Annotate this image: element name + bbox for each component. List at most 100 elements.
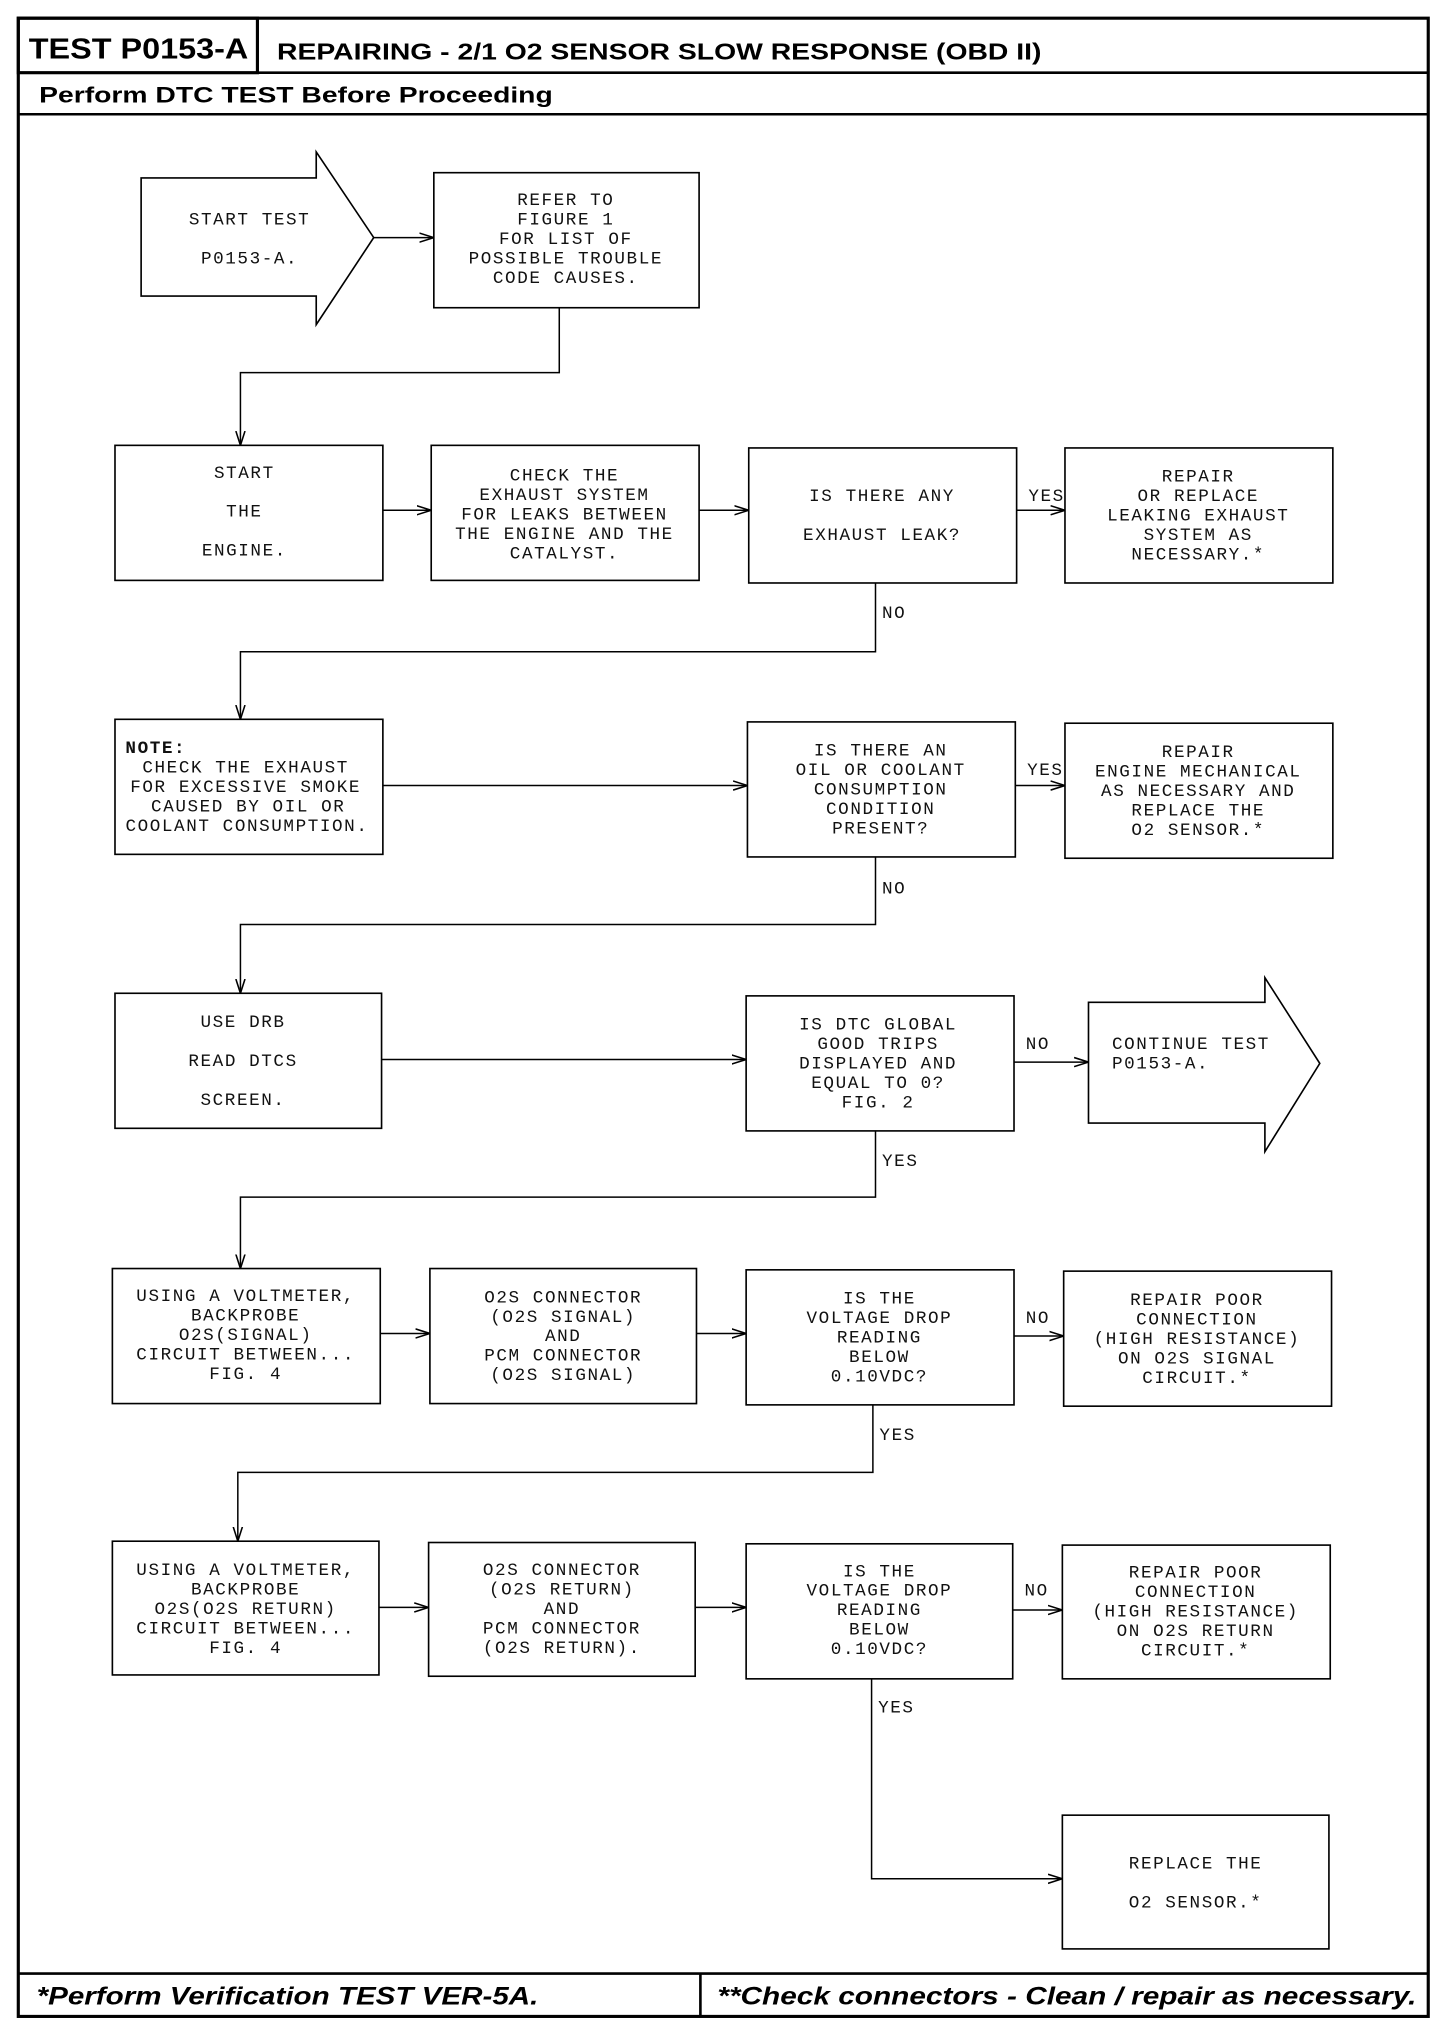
note-heading: NOTE:: [125, 739, 186, 759]
box-text: O2 SENSOR.*: [1129, 1893, 1263, 1913]
box-text: VOLTAGE DROP: [807, 1309, 953, 1329]
box-text: REFER TO: [517, 191, 614, 211]
branch-label-no: NO: [1026, 1309, 1050, 1329]
box-text: REPAIR: [1162, 468, 1235, 488]
connector-return-drop-yes: [870, 1678, 1063, 1879]
box-text: FOR LIST OF: [499, 230, 633, 250]
box-text: BELOW: [849, 1621, 910, 1641]
continue-arrow-text: CONTINUE TEST: [1112, 1035, 1270, 1055]
box-text: VOLTAGE DROP: [807, 1582, 953, 1602]
box-text: SCREEN.: [201, 1091, 286, 1111]
box-text: (O2S RETURN): [489, 1580, 635, 1600]
box-text: CAUSED BY OIL OR: [151, 798, 345, 818]
box-text: READ DTCS: [188, 1052, 297, 1072]
box-text: FOR LEAKS BETWEEN: [461, 505, 668, 525]
box-text: POSSIBLE TROUBLE: [469, 250, 663, 270]
page-subtitle: Perform DTC TEST Before Proceeding: [39, 83, 553, 108]
signal-drop-question-box: IS THE VOLTAGE DROP READING BELOW 0.10VD…: [745, 1269, 1015, 1406]
box-text: O2S(SIGNAL): [179, 1326, 313, 1346]
box-text: OIL OR COOLANT: [796, 761, 966, 781]
box-text: FIG. 4: [209, 1365, 282, 1385]
continue-arrow-shape: [1087, 974, 1321, 1155]
box-text: IS THE: [843, 1290, 916, 1310]
box-text: CIRCUIT.*: [1141, 1642, 1250, 1662]
start-arrow-shape: [140, 149, 375, 328]
branch-label-yes: YES: [882, 1152, 918, 1172]
box-text: LEAKING EXHAUST: [1107, 507, 1289, 527]
box-text: FIGURE 1: [517, 211, 614, 231]
branch-label-no: NO: [1024, 1582, 1048, 1602]
box-text: O2S(O2S RETURN): [155, 1600, 337, 1620]
box-text: BACKPROBE: [191, 1580, 300, 1600]
box-text: READING: [837, 1601, 922, 1621]
return-drop-question-box: IS THE VOLTAGE DROP READING BELOW 0.10VD…: [745, 1542, 1014, 1680]
box-text: USING A VOLTMETER,: [136, 1287, 355, 1307]
box-text: BACKPROBE: [191, 1307, 300, 1327]
box-text: (O2S SIGNAL): [490, 1308, 636, 1328]
box-text: USE DRB: [201, 1013, 286, 1033]
branch-label-yes: YES: [1028, 487, 1064, 507]
repair-exhaust-box: REPAIR OR REPLACE LEAKING EXHAUST SYSTEM…: [1064, 447, 1334, 584]
process-box: [111, 1540, 380, 1676]
box-text: IS THERE ANY: [809, 487, 955, 507]
continue-test-arrow: CONTINUE TEST P0153-A.: [1087, 974, 1321, 1155]
box-text: AS NECESSARY AND: [1101, 782, 1295, 802]
box-text: CIRCUIT BETWEEN...: [136, 1345, 355, 1365]
box-text: FOR EXCESSIVE SMOKE: [130, 778, 361, 798]
action-box: [1061, 1544, 1332, 1680]
note-box: [114, 718, 384, 856]
box-text: PCM CONNECTOR: [483, 1619, 641, 1639]
box-text: (HIGH RESISTANCE): [1092, 1603, 1299, 1623]
box-text: IS THERE AN: [814, 742, 948, 762]
action-box: [1064, 447, 1334, 584]
box-text: ENGINE.: [202, 542, 287, 562]
process-box: [427, 1541, 696, 1678]
box-text: ENGINE MECHANICAL: [1095, 762, 1302, 782]
action-box: [1062, 1270, 1333, 1407]
box-text: EXHAUST SYSTEM: [479, 486, 649, 506]
page-border: [16, 16, 1430, 2018]
header: TEST P0153-A REPAIRING - 2/1 O2 SENSOR S…: [16, 16, 1429, 116]
box-text: AND: [544, 1600, 580, 1620]
box-text: BELOW: [849, 1348, 910, 1368]
box-text: EQUAL TO 0?: [811, 1074, 945, 1094]
decision-box: [746, 721, 1017, 858]
box-text: ON O2S SIGNAL: [1118, 1349, 1276, 1369]
start-arrow-text: START TEST: [189, 211, 311, 231]
box-text: AND: [545, 1327, 581, 1347]
note-smoke-box: NOTE: CHECK THE EXHAUST FOR EXCESSIVE SM…: [114, 718, 384, 856]
repair-engine-box: REPAIR ENGINE MECHANICAL AS NECESSARY AN…: [1064, 722, 1334, 860]
branch-labels: YES NO YES NO NO YES NO YES NO YES: [878, 487, 1064, 1718]
box-text: CONSUMPTION: [814, 781, 948, 801]
box-text: CONNECTION: [1135, 1583, 1257, 1603]
box-text: CODE CAUSES.: [493, 269, 639, 289]
box-text: PCM CONNECTOR: [484, 1347, 642, 1367]
page-title: REPAIRING - 2/1 O2 SENSOR SLOW RESPONSE …: [277, 39, 1041, 65]
box-text: 0.10VDC?: [831, 1368, 928, 1388]
box-text: REPLACE THE: [1131, 801, 1265, 821]
good-trips-question-box: IS DTC GLOBAL GOOD TRIPS DISPLAYED AND E…: [745, 995, 1015, 1132]
branch-label-no: NO: [1026, 1035, 1050, 1055]
box-text: REPLACE THE: [1129, 1854, 1263, 1874]
box-text: (O2S RETURN).: [483, 1639, 641, 1659]
exhaust-leak-question-box: IS THERE ANY EXHAUST LEAK?: [747, 447, 1018, 584]
box-text: REPAIR: [1162, 743, 1235, 763]
action-box: [1064, 722, 1334, 860]
box-text: O2S CONNECTOR: [483, 1561, 641, 1581]
connectors: [238, 238, 1089, 1879]
connector-consumption-no: [240, 856, 877, 994]
box-text: DISPLAYED AND: [799, 1055, 957, 1075]
box-text: EXHAUST LEAK?: [803, 526, 961, 546]
process-box: [429, 1267, 698, 1405]
box-text: IS DTC GLOBAL: [799, 1016, 957, 1036]
start-arrow-text: P0153-A.: [201, 250, 298, 270]
branch-label-no: NO: [882, 604, 906, 624]
repair-return-box: REPAIR POOR CONNECTION (HIGH RESISTANCE)…: [1061, 1544, 1332, 1680]
decision-box: [745, 1542, 1014, 1680]
process-box: [114, 444, 384, 582]
action-box: [1061, 1814, 1330, 1950]
box-text: NECESSARY.*: [1131, 546, 1265, 566]
verification-note: *Perform Verification TEST VER-5A.: [37, 1984, 539, 2011]
